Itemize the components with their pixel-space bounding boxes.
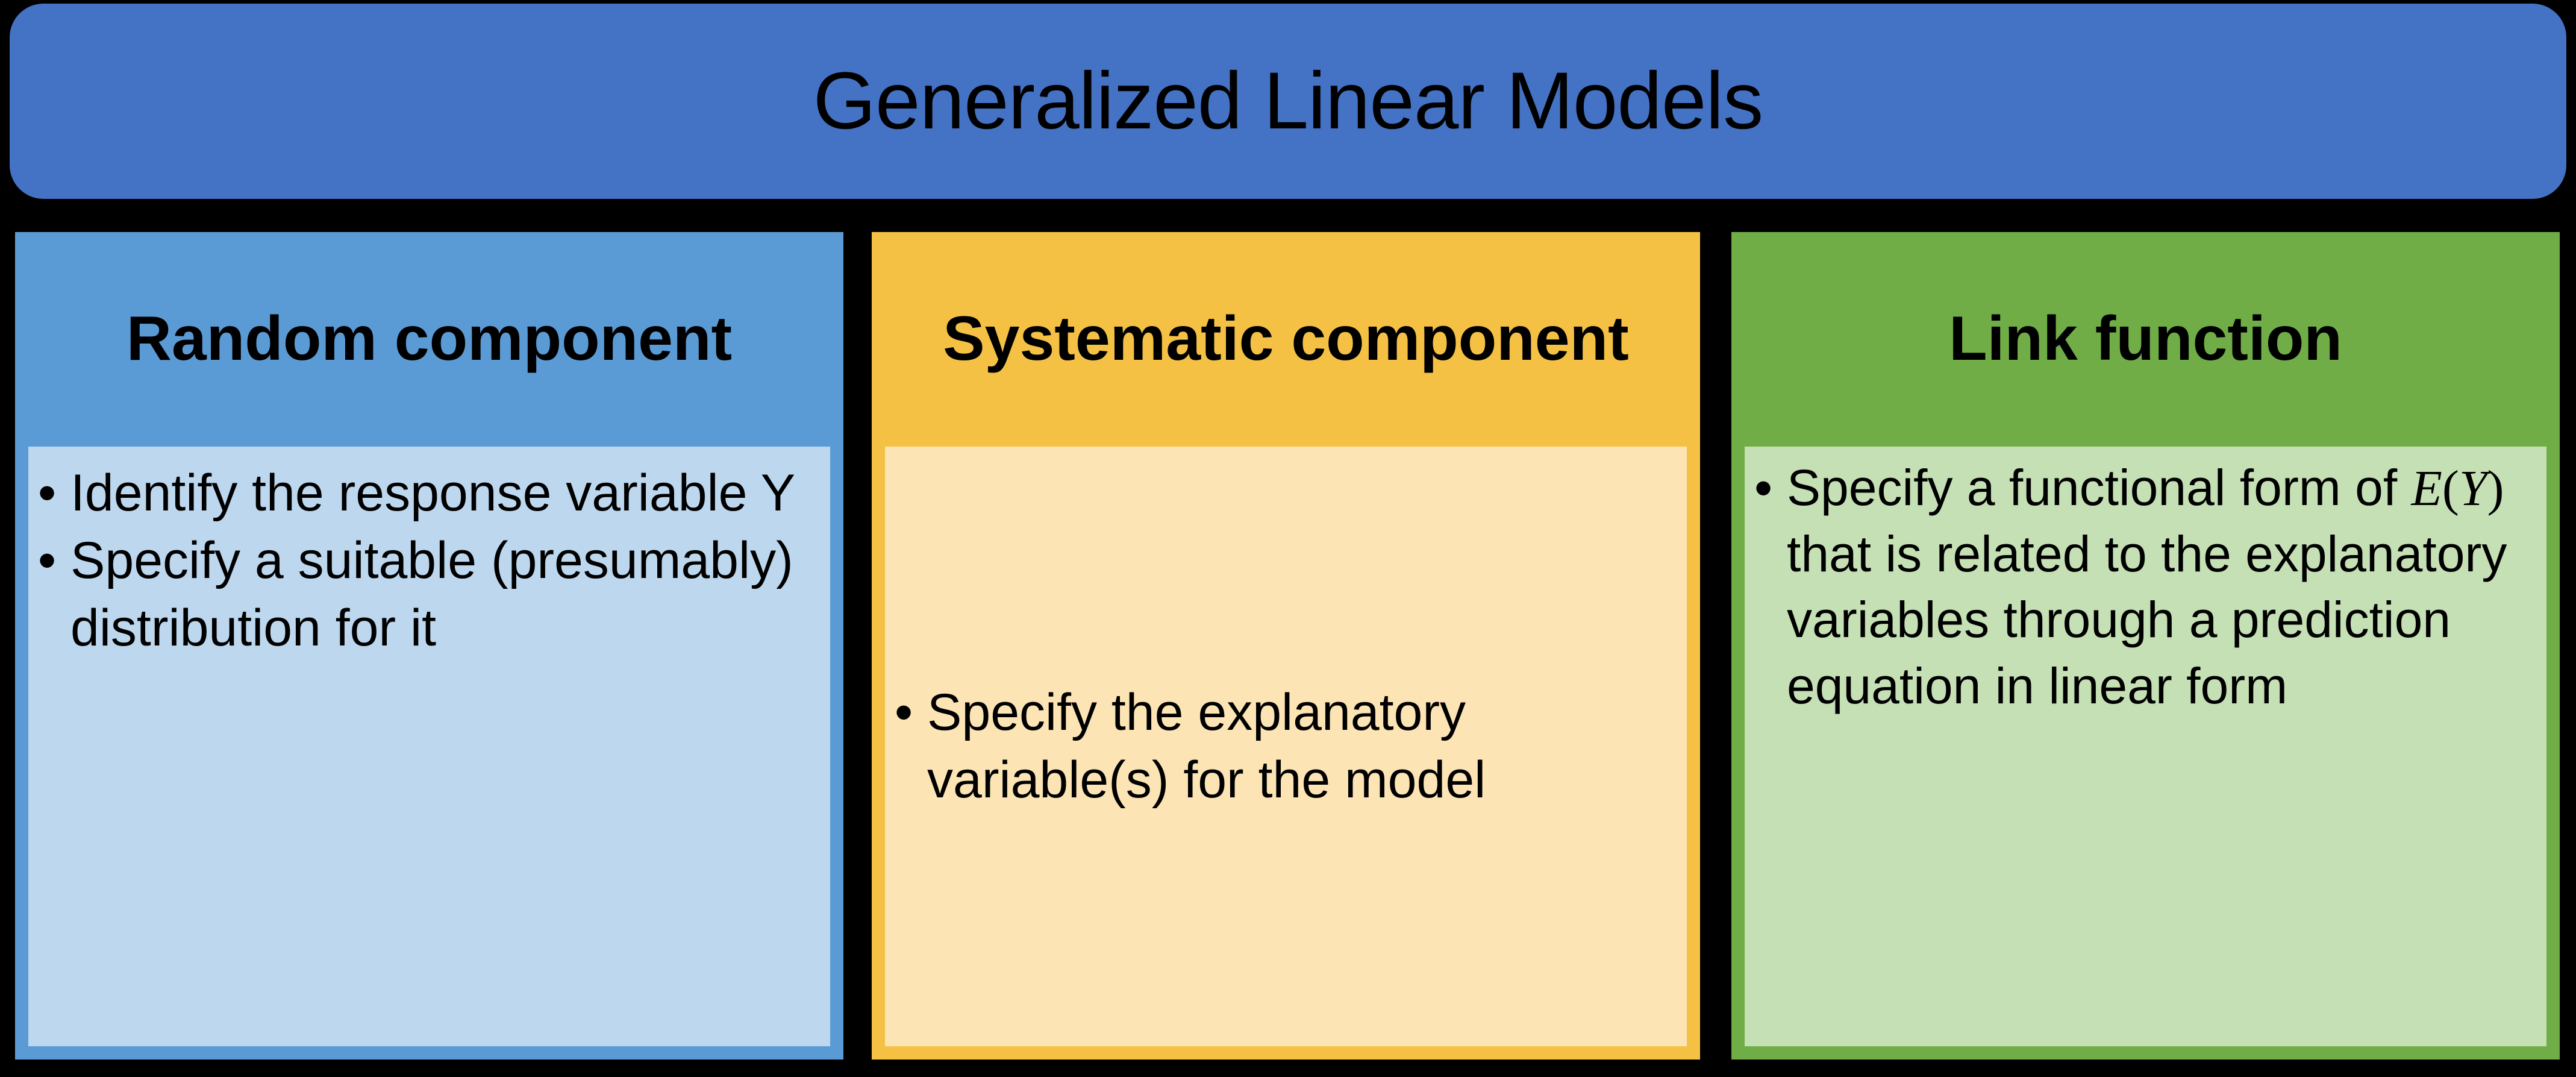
list-item-text-after-math: that is related to the explanatory varia… [1787, 526, 2507, 714]
list-item: Specify a suitable (presumably) distribu… [33, 527, 825, 662]
math-variable-y: Y [2459, 460, 2487, 517]
column-body-random-component: Identify the response variable Y Specify… [28, 447, 830, 1046]
list-item: Identify the response variable Y [33, 460, 825, 527]
bullet-list: Identify the response variable Y Specify… [33, 460, 825, 662]
title-banner: Generalized Linear Models [10, 4, 2566, 199]
columns-row: Random component Identify the response v… [0, 232, 2576, 1061]
list-item: Specify the explanatory variable(s) for … [890, 679, 1682, 814]
column-header-label: Random component [126, 304, 733, 374]
column-header-random-component: Random component [15, 232, 843, 447]
list-item-text-before-math: Specify a functional form of [1787, 459, 2412, 516]
column-header-label: Systematic component [943, 304, 1629, 374]
column-body-link-function: Specify a functional form of E(Y) that i… [1745, 447, 2546, 1046]
list-item: Specify a functional form of E(Y) that i… [1749, 455, 2542, 719]
column-header-label: Link function [1949, 304, 2342, 374]
column-systematic-component: Systematic component Specify the explana… [872, 232, 1700, 1060]
page-title: Generalized Linear Models [813, 55, 1763, 146]
column-random-component: Random component Identify the response v… [15, 232, 843, 1060]
math-open-paren: ( [2442, 460, 2459, 517]
bullet-list: Specify a functional form of E(Y) that i… [1749, 455, 2542, 719]
column-link-function: Link function Specify a functional form … [1731, 232, 2560, 1060]
bullet-list: Specify the explanatory variable(s) for … [890, 679, 1682, 814]
column-header-link-function: Link function [1731, 232, 2560, 447]
column-body-systematic-component: Specify the explanatory variable(s) for … [885, 447, 1687, 1046]
column-header-systematic-component: Systematic component [872, 232, 1700, 447]
math-expectation-symbol: E [2411, 460, 2442, 517]
math-close-paren: ) [2487, 460, 2504, 517]
